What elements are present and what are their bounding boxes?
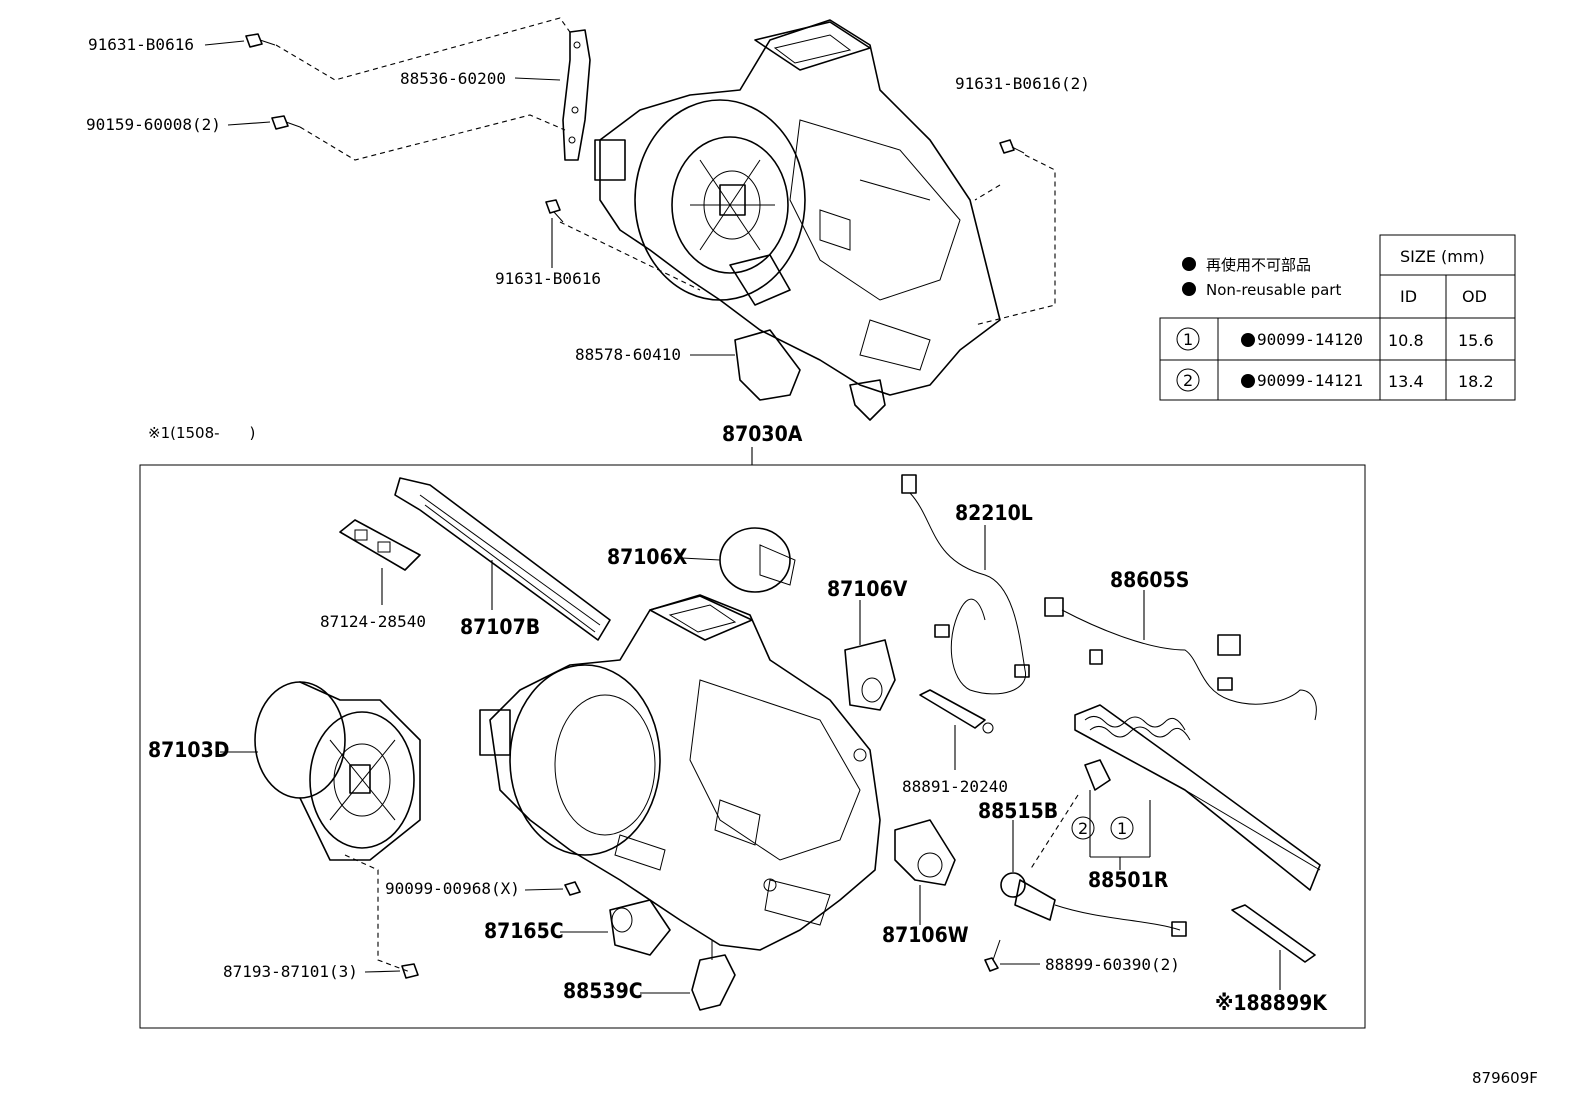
figure-code: 879609F (1472, 1069, 1538, 1087)
row2-part: 90099-14121 (1257, 371, 1363, 390)
label-87124-28540: 87124-28540 (320, 612, 426, 631)
label-88899-60390: 88899-60390(2) (1045, 955, 1180, 974)
part-82210l (901, 474, 1030, 695)
label-88536-60200: 88536-60200 (400, 69, 506, 88)
legend-line-ja: 再使用不可部品 (1206, 256, 1311, 274)
label-91631-b0616-2: 91631-B0616(2) (955, 74, 1090, 93)
legend-line-en: Non-reusable part (1206, 281, 1341, 299)
label-87106w: 87106W (882, 923, 969, 947)
row2-mark: 2 (1183, 371, 1193, 390)
filled-dot-icon (1182, 282, 1196, 296)
label-88501r: 88501R (1088, 868, 1169, 892)
label-87107b: 87107B (460, 615, 540, 639)
screw-icon (364, 963, 419, 979)
upper-hvac-unit (562, 19, 1001, 421)
callout-1-label: 1 (1117, 819, 1127, 838)
filled-dot-icon (1182, 257, 1196, 271)
label-87193-87101: 87193-87101(3) (223, 962, 358, 981)
label-88605s: 88605S (1110, 568, 1189, 592)
label-87165c: 87165C (484, 919, 564, 943)
label-90099-00968: 90099-00968(X) (385, 879, 520, 898)
screw-icon (984, 939, 1040, 972)
circled-number-icon (1176, 368, 1200, 392)
part-88515b (1000, 820, 1187, 937)
filled-dot-icon (1241, 333, 1255, 347)
lower-hvac-unit (479, 594, 881, 951)
label-87106v: 87106V (827, 577, 908, 601)
label-88899k: ※188899K (1215, 991, 1328, 1015)
part-87103d (220, 681, 421, 861)
row1-id: 10.8 (1388, 331, 1424, 350)
part-87107b (394, 477, 611, 641)
col-od: OD (1462, 287, 1487, 306)
screw-icon (245, 33, 1025, 223)
callout-2-label: 2 (1078, 819, 1088, 838)
callout-2-icon (1071, 816, 1095, 840)
col-id: ID (1400, 287, 1417, 306)
part-87106w (894, 819, 956, 925)
label-88515b: 88515B (978, 799, 1058, 823)
part-87106v (844, 600, 896, 711)
part-88605s (1044, 590, 1317, 721)
part-87165c (560, 899, 671, 956)
upper-dashed-leaders (275, 17, 1056, 326)
label-87103d: 87103D (148, 738, 229, 762)
label-87030a: 87030A (722, 422, 803, 446)
size-header: SIZE (mm) (1400, 247, 1485, 266)
circled-number-icon (1176, 327, 1200, 351)
assembly-frame (139, 464, 1366, 1029)
screw-icon (524, 881, 581, 896)
assembly-note: ※1(1508- ) (148, 424, 255, 442)
label-91631-b0616-mid: 91631-B0616 (495, 269, 601, 288)
callout-1-icon (1110, 816, 1134, 840)
part-88899k (1231, 904, 1316, 990)
row2-id: 13.4 (1388, 372, 1424, 391)
label-88891-20240: 88891-20240 (902, 777, 1008, 796)
part-88539c (640, 940, 736, 1011)
row1-part: 90099-14120 (1257, 330, 1363, 349)
part-87124-28540 (339, 519, 421, 605)
filled-dot-icon (1241, 374, 1255, 388)
label-90159-60008: 90159-60008(2) (86, 115, 221, 134)
label-88578-60410: 88578-60410 (575, 345, 681, 364)
part-88891-20240 (919, 689, 994, 770)
part-88501r (1074, 704, 1321, 891)
part-87106x (681, 527, 796, 593)
row1-mark: 1 (1183, 330, 1193, 349)
row1-od: 15.6 (1458, 331, 1494, 350)
label-87106x: 87106X (607, 545, 688, 569)
row2-od: 18.2 (1458, 372, 1494, 391)
label-82210l: 82210L (955, 501, 1033, 525)
label-91631-b0616-top: 91631-B0616 (88, 35, 194, 54)
label-88539c: 88539C (563, 979, 643, 1003)
upper-leaders (204, 40, 735, 356)
legend: 再使用不可部品 Non-reusable part (1182, 256, 1341, 299)
size-table: SIZE (mm) ID OD 1 90099-14120 10.8 15.6 … (1159, 234, 1516, 401)
